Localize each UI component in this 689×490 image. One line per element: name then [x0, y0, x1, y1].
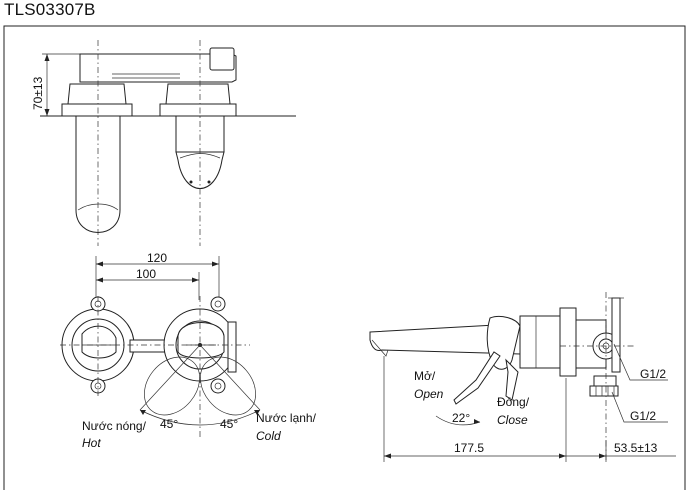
dim-width-100-label: 100: [136, 267, 156, 281]
angle-22-label: 22°: [452, 411, 470, 425]
close-label-vi: Đóng/: [497, 395, 530, 409]
dim-spout-length-label: 177.5: [454, 441, 484, 455]
angle-right-label: 45°: [220, 417, 238, 431]
thread-lower-label: G1/2: [630, 409, 656, 423]
side-view: [369, 292, 676, 462]
close-label-en: Close: [497, 413, 528, 427]
angle-left-label: 45°: [160, 417, 178, 431]
model-title: TLS03307B: [4, 0, 96, 19]
open-label-vi: Mở/: [414, 369, 436, 383]
cold-label-en: Cold: [256, 429, 281, 443]
front-elevation-view: [40, 40, 296, 246]
dim-depth-label: 53.5±13: [614, 441, 658, 455]
dim-height-label: 70±13: [31, 76, 45, 110]
thread-upper-label: G1/2: [640, 367, 666, 381]
dim-width-120-label: 120: [147, 251, 167, 265]
hot-label-en: Hot: [82, 436, 101, 450]
cold-label-vi: Nước lạnh/: [256, 411, 317, 425]
plan-view: [60, 256, 261, 440]
open-label-en: Open: [414, 387, 444, 401]
hot-label-vi: Nước nóng/: [82, 419, 147, 433]
drawing-frame: [3, 25, 686, 490]
